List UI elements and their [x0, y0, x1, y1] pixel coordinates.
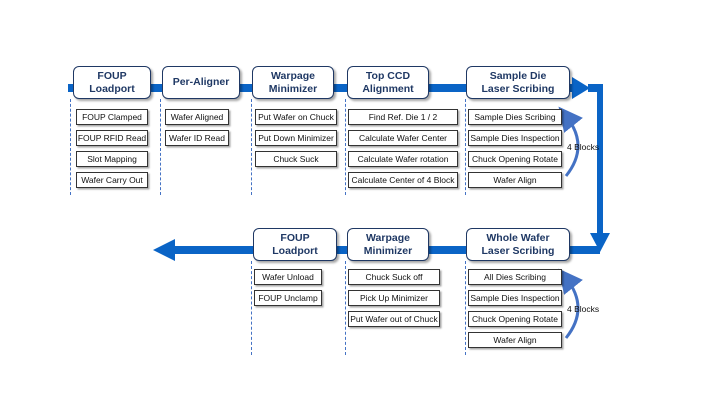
row2-step-box: Sample Dies Inspection	[468, 290, 562, 306]
row1-step-box: Wafer Aligned	[165, 109, 229, 125]
row2-loop-arrow	[558, 268, 583, 339]
row2-stage-guide-line	[345, 261, 346, 355]
row2-step-box: FOUP Unclamp	[254, 290, 322, 306]
row2-step-box: Pick Up Minimizer	[348, 290, 440, 306]
row1-step-box: Put Wafer on Chuck	[255, 109, 337, 125]
row1-step-box: Chuck Opening Rotate	[468, 151, 562, 167]
row2-step-box: Chuck Opening Rotate	[468, 311, 562, 327]
row2-step-box: Chuck Suck off	[348, 269, 440, 285]
row2-step-box: Wafer Unload	[254, 269, 322, 285]
row2-loop-label: 4 Blocks	[567, 304, 600, 314]
row1-step-box: Calculate Wafer rotation	[348, 151, 458, 167]
row1-stage-guide-line	[345, 99, 346, 195]
row2-step-box: Wafer Align	[468, 332, 562, 348]
row1-stage-header: Per-Aligner	[162, 66, 240, 99]
row1-step-box: Wafer ID Read	[165, 130, 229, 146]
row1-step-box: FOUP Clamped	[76, 109, 148, 125]
row2-stage-header: FOUP Loadport	[253, 228, 337, 261]
row1-step-box: Chuck Suck	[255, 151, 337, 167]
row1-step-box: Sample Dies Scribing	[468, 109, 562, 125]
row1-stage-header: Top CCD Alignment	[347, 66, 429, 99]
row1-loop-label: 4 Blocks	[567, 142, 600, 152]
row2-stage-guide-line	[251, 261, 252, 355]
row1-step-box: Wafer Carry Out	[76, 172, 148, 188]
row1-stage-header: Sample Die Laser Scribing	[466, 66, 570, 99]
row1-step-box: FOUP RFID Read	[76, 130, 148, 146]
row2-step-box: Put Wafer out of Chuck	[348, 311, 440, 327]
down-connector-arrow	[590, 88, 610, 252]
row1-step-box: Sample Dies Inspection	[468, 130, 562, 146]
row1-step-box: Wafer Align	[468, 172, 562, 188]
row1-step-box: Find Ref. Die 1 / 2	[348, 109, 458, 125]
row1-stage-guide-line	[251, 99, 252, 195]
row2-step-box: All Dies Scribing	[468, 269, 562, 285]
row2-stage-header: Warpage Minimizer	[347, 228, 429, 261]
row2-stage-header: Whole Wafer Laser Scribing	[466, 228, 570, 261]
row1-stage-guide-line	[465, 99, 466, 195]
row2-stage-guide-line	[465, 261, 466, 355]
row1-stage-header: FOUP Loadport	[73, 66, 151, 99]
row1-step-box: Put Down Minimizer	[255, 130, 337, 146]
row1-stage-header: Warpage Minimizer	[252, 66, 334, 99]
row1-stage-guide-line	[160, 99, 161, 195]
connector-stub	[588, 84, 603, 92]
row1-stage-guide-line	[70, 99, 71, 195]
row1-step-box: Calculate Wafer Center	[348, 130, 458, 146]
row1-loop-arrow	[558, 106, 583, 177]
row1-step-box: Slot Mapping	[76, 151, 148, 167]
row1-step-box: Calculate Center of 4 Block	[348, 172, 458, 188]
